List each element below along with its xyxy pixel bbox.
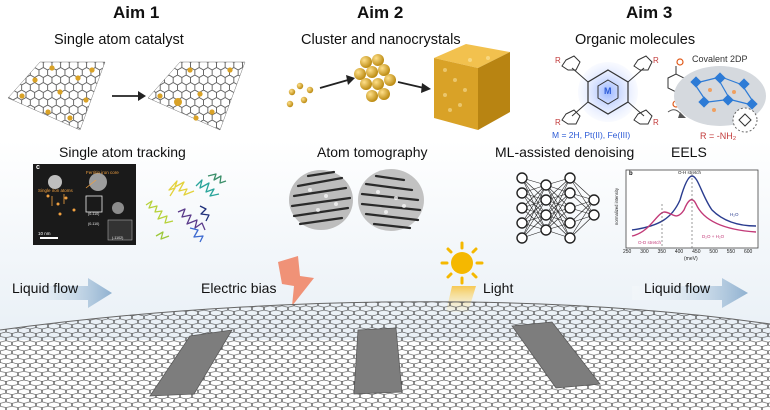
nn-node: [516, 172, 528, 184]
liquid-flow-right-label: Liquid flow: [644, 280, 711, 296]
covalent-2dp-label: Covalent 2DP: [692, 54, 748, 64]
nn-node: [588, 209, 600, 221]
nn-connection: [545, 177, 571, 231]
aim-2-title: Aim 2: [357, 3, 404, 22]
neural-network: [516, 172, 600, 244]
nn-node: [564, 217, 576, 229]
r-marker-bottom-left: R: [555, 118, 561, 127]
eels-spectrum: [625, 169, 759, 249]
nn-connection: [545, 177, 571, 216]
liquid-flow-arrow-left: [10, 278, 112, 308]
eels-tick-label: 400: [674, 249, 684, 255]
gold-nanocrystal: [434, 44, 510, 130]
metal-center-label: M: [604, 86, 612, 96]
eels-tick-label: 250: [623, 249, 632, 255]
nn-node: [540, 224, 552, 236]
nn-connection: [521, 184, 547, 239]
gold-atoms: [286, 82, 314, 108]
nn-node: [540, 194, 552, 206]
liquid-flow-arrow-right: [632, 278, 748, 308]
electrode-right: [511, 321, 601, 389]
tracking-micrograph: [33, 164, 136, 245]
eels-h2o-label: H₂O: [730, 212, 739, 217]
eels-tick-label: 350: [657, 249, 666, 255]
eels-tick-label: 450: [692, 249, 701, 255]
liquid-flow-left-label: Liquid flow: [12, 280, 79, 296]
tracking-ferritin-label: Ferritin iron core: [86, 170, 119, 175]
tracking-single-iron-label: Single iron atoms: [38, 188, 73, 193]
eels-y-axis-label: normalized intensity: [614, 187, 620, 226]
eels-x-axis-label: (meV): [684, 256, 698, 262]
electrode-left: [149, 329, 233, 397]
aim-3-title: Aim 3: [626, 3, 673, 22]
electric-bias-bolt: [278, 256, 314, 306]
nn-node: [564, 172, 576, 184]
tracking-facet-1: (0-110): [88, 212, 100, 216]
tracking-scale-label: 10 nm: [38, 231, 51, 236]
r-marker-top-right: R: [653, 56, 659, 65]
graphene-sheet-before: [7, 61, 106, 131]
nn-connection: [521, 199, 547, 239]
nn-node: [564, 202, 576, 214]
r-marker-bottom-right: R: [653, 118, 659, 127]
reaction-arrow-2: [319, 75, 355, 89]
tracking-panel-letter: c: [36, 164, 40, 171]
eels-tick-label: 550: [726, 249, 736, 255]
single-atom-tracking-label: Single atom tracking: [59, 144, 186, 160]
tomography-reconstruction-2: [358, 169, 424, 231]
eels-mixture-label: D₂O + H₂O: [702, 234, 725, 239]
r-group-label: R = -NH₂: [700, 131, 737, 141]
graphene-sheet-after: [147, 61, 246, 131]
eels-tick-label: 300: [640, 249, 649, 255]
nn-node: [564, 187, 576, 199]
porphyrin-molecule: [561, 55, 653, 125]
aim-2-subtitle: Cluster and nanocrystals: [301, 32, 461, 48]
porphyrin-metal-label: M = 2H, Pt(II), Fe(III): [552, 130, 631, 140]
nn-node: [564, 232, 576, 244]
aim-3-subtitle: Organic molecules: [575, 32, 696, 48]
covalent-2dp-sheet: [674, 66, 766, 133]
electric-bias-label: Electric bias: [201, 280, 277, 296]
nn-node: [540, 209, 552, 221]
aim-1-title: Aim 1: [113, 3, 160, 22]
nn-node: [516, 187, 528, 199]
nn-node: [588, 194, 600, 206]
nn-node: [516, 232, 528, 244]
reaction-arrow-3: [397, 81, 431, 93]
tracking-facet-2: (0-110): [88, 222, 100, 226]
atom-tomography-label: Atom tomography: [317, 144, 428, 160]
tracking-facet-3: (-1102): [112, 236, 124, 240]
gold-cluster: [354, 54, 396, 102]
eels-tick-label: 600: [744, 249, 753, 255]
eels-label: EELS: [671, 144, 707, 160]
nn-connection: [521, 184, 547, 224]
tomography-reconstruction-1: [289, 170, 353, 230]
light-label: Light: [483, 280, 514, 296]
eels-od-stretch-label: O-D stretch: [638, 240, 662, 245]
eels-oh-stretch-label: O-H stretch: [678, 170, 702, 175]
aim-1-subtitle: Single atom catalyst: [54, 32, 184, 48]
nn-node: [516, 217, 528, 229]
nn-connection: [545, 192, 571, 231]
nn-node: [540, 179, 552, 191]
ml-denoising-label: ML-assisted denoising: [495, 144, 635, 160]
eels-tick-label: 500: [709, 249, 718, 255]
r-marker-top-left: R: [555, 56, 561, 65]
atom-trajectory: [145, 173, 227, 243]
eels-panel-letter: b: [629, 171, 633, 177]
sun-icon: [440, 241, 484, 285]
reaction-arrow-1: [112, 91, 146, 101]
nn-node: [516, 202, 528, 214]
nn-connection: [569, 199, 595, 239]
electrode-center: [353, 327, 403, 395]
